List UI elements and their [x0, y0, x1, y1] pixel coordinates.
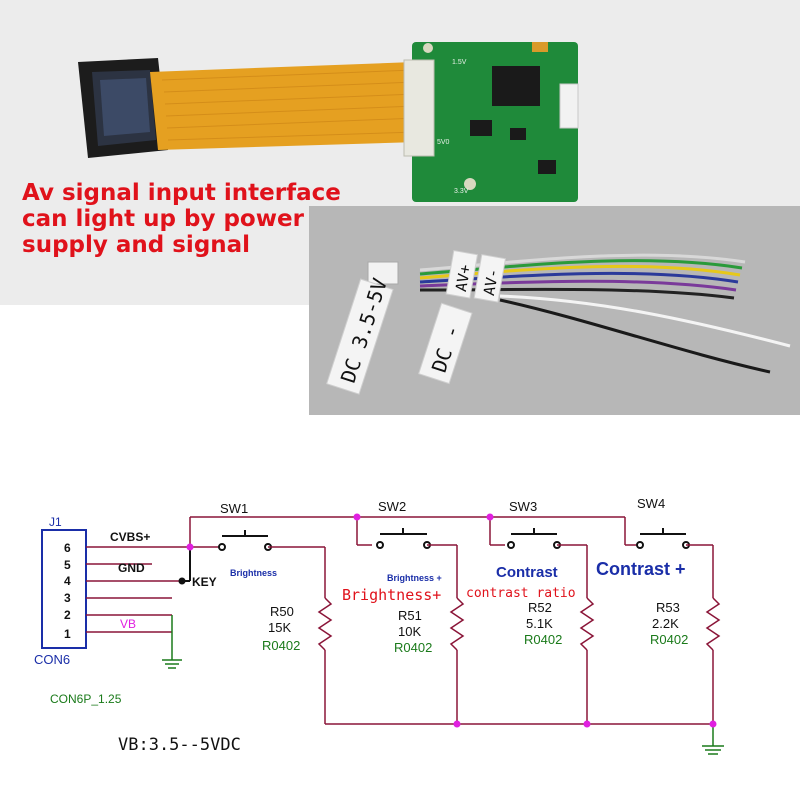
r53-ref: R53 [656, 600, 680, 615]
function-brightness-plus: Brightness+ [342, 586, 441, 604]
pcb-mark-33v: 3.3V [454, 188, 469, 195]
r53-value: 2.2K [652, 616, 679, 631]
switch-sw4 [636, 528, 690, 549]
pin-number-6: 6 [64, 541, 71, 555]
r51-value: 10K [398, 624, 421, 639]
switch-sw2 [376, 528, 431, 549]
r51-ref: R51 [398, 608, 422, 623]
flex-cable [150, 62, 418, 150]
r53-pkg: R0402 [650, 632, 688, 647]
pin-number-4: 4 [64, 574, 71, 588]
caption-line-1: Av signal input interface [22, 180, 341, 206]
r50-pkg: R0402 [262, 638, 300, 653]
schematic: J1 6 5 4 3 2 1 CON6 CON6P_1.25 CVBS+ GND… [34, 496, 724, 755]
switch-label-sw2: SW2 [378, 499, 406, 514]
ground-symbol-left [162, 615, 182, 669]
junction-sw1 [186, 543, 194, 551]
pin-number-3: 3 [64, 591, 71, 605]
function-contrast-ratio: contrast ratio [466, 586, 576, 601]
junction-sw3 [486, 513, 494, 521]
switch-label-sw3: SW3 [509, 499, 537, 514]
r50-value: 15K [268, 620, 291, 635]
caption-line-3: supply and signal [22, 232, 251, 258]
top-rail [189, 516, 637, 548]
driver-pcb: 1.5V 5V0 3.3V [403, 42, 579, 202]
ground-symbol-right [702, 724, 724, 755]
wire-label-av-minus: AV- [480, 267, 502, 297]
junction-r52 [583, 720, 591, 728]
pin-number-1: 1 [64, 627, 71, 641]
junction-r53 [709, 720, 717, 728]
supply-note: VB:3.5--5VDC [118, 735, 241, 755]
key-net [182, 547, 191, 582]
junction-sw2 [353, 513, 361, 521]
switch-outputs [268, 544, 714, 598]
function-brightness: Brightness [230, 568, 277, 578]
junction-key [178, 577, 186, 585]
pin-number-5: 5 [64, 558, 71, 572]
switch-label-sw1: SW1 [220, 501, 248, 516]
bottom-rail [324, 650, 714, 725]
r50-ref: R50 [270, 604, 294, 619]
net-gnd: GND [118, 561, 145, 575]
connector-name: CON6 [34, 652, 70, 667]
net-vb: VB [120, 617, 136, 631]
switch-sw3 [507, 528, 561, 549]
wire-label-av-plus: AV+ [452, 263, 474, 293]
r51-pkg: R0402 [394, 640, 432, 655]
photo-panel: 1.5V 5V0 3.3V DC 3.5-5V DC - [0, 0, 800, 415]
pcb-mark-15v: 1.5V [452, 59, 467, 66]
net-cvbs: CVBS+ [110, 530, 150, 544]
pin-stubs [86, 546, 190, 633]
wire-harness-photo: DC 3.5-5V DC - AV+ AV- [309, 206, 800, 415]
connector-footprint: CON6P_1.25 [50, 692, 122, 706]
junction-r51 [453, 720, 461, 728]
caption-line-2: can light up by power [22, 206, 304, 232]
connector-body [41, 529, 87, 649]
chip [492, 66, 540, 106]
pcb-mark-5v: 5V0 [437, 139, 450, 146]
switch-label-sw4: SW4 [637, 496, 665, 511]
function-contrast: Contrast [496, 564, 558, 581]
resistor-bodies [317, 597, 721, 651]
pin-number-2: 2 [64, 608, 71, 622]
switch-sw1 [218, 530, 272, 551]
connector-ref: J1 [49, 515, 62, 529]
microdisplay-module [78, 58, 168, 158]
r52-value: 5.1K [526, 616, 553, 631]
function-brightness-plus-small: Brightness + [387, 573, 442, 583]
net-key: KEY [192, 575, 217, 589]
r52-pkg: R0402 [524, 632, 562, 647]
r52-ref: R52 [528, 600, 552, 615]
function-contrast-plus: Contrast + [596, 559, 686, 579]
